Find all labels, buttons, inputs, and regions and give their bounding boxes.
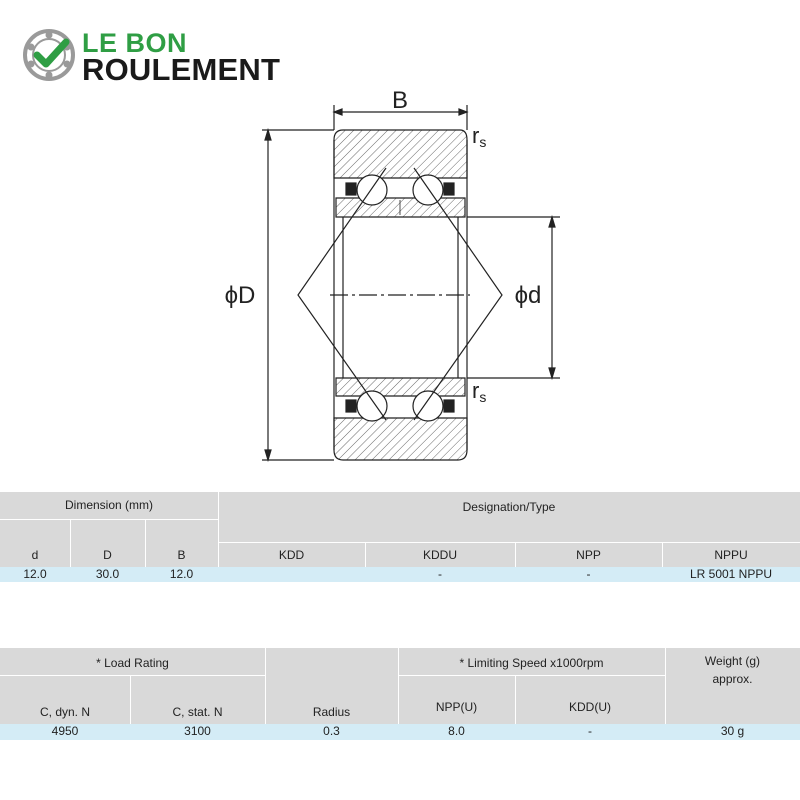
col-header-c-dyn: C, dyn. N xyxy=(39,705,90,720)
value-KDDU: - xyxy=(438,566,442,581)
dimension-designation-table: Dimension (mm) Designation/Type d D B KD… xyxy=(0,492,800,584)
dimension-header: Dimension (mm) xyxy=(64,497,153,512)
col-header-c-stat: C, stat. N xyxy=(172,705,223,720)
value-c-stat: 3100 xyxy=(184,724,211,739)
radius-label-bottom: r xyxy=(472,378,479,403)
svg-text:rs: rs xyxy=(472,378,486,405)
radius-label-bottom-sub: s xyxy=(479,389,486,405)
logo-text-le-bon: LE BON xyxy=(82,28,188,58)
value-weight: 30 g xyxy=(720,724,745,739)
value-NPPU: LR 5001 NPPU xyxy=(689,566,773,581)
svg-text:rs: rs xyxy=(472,123,486,150)
value-d: 12.0 xyxy=(23,566,47,581)
weight-header: Weight (g) xyxy=(704,654,761,669)
weight-header-approx: approx. xyxy=(712,672,753,687)
logo-text-roulement: ROULEMENT xyxy=(82,52,281,87)
value-kdd-u: - xyxy=(588,724,592,739)
col-header-B: B xyxy=(177,548,186,563)
col-header-KDDU: KDDU xyxy=(422,548,457,563)
value-c-dyn: 4950 xyxy=(51,724,79,739)
value-KDD xyxy=(218,567,365,582)
col-header-KDD: KDD xyxy=(278,548,305,563)
value-radius: 0.3 xyxy=(323,724,340,739)
col-header-NPP: NPP xyxy=(576,548,601,563)
radius-label-top-sub: s xyxy=(479,134,486,150)
designation-header: Designation/Type xyxy=(462,500,556,515)
dimension-label-B: B xyxy=(392,87,408,114)
col-header-radius: Radius xyxy=(312,705,351,720)
bearing-cross-section-drawing: B ϕD ϕd rs rs xyxy=(225,87,560,463)
value-D: 30.0 xyxy=(95,566,120,581)
dimension-label-d: ϕd xyxy=(515,282,542,309)
value-B: 12.0 xyxy=(169,566,194,581)
limiting-speed-header: * Limiting Speed x1000rpm xyxy=(459,656,604,671)
bearing-check-icon xyxy=(23,29,75,81)
radius-label-top: r xyxy=(472,123,479,148)
col-header-D: D xyxy=(103,548,112,563)
col-header-npp-u: NPP(U) xyxy=(435,700,478,715)
load-rating-header: * Load Rating xyxy=(96,656,169,671)
value-npp-u: 8.0 xyxy=(448,724,465,739)
value-NPP: - xyxy=(586,566,591,581)
col-header-d: d xyxy=(31,548,39,563)
col-header-kdd-u: KDD(U) xyxy=(569,700,611,715)
col-header-NPPU: NPPU xyxy=(714,548,748,563)
dimension-label-D: ϕD xyxy=(225,282,256,309)
load-rating-table: * Load Rating * Limiting Speed x1000rpm … xyxy=(0,648,800,743)
brand-logo: LE BON ROULEMENT xyxy=(22,28,302,88)
